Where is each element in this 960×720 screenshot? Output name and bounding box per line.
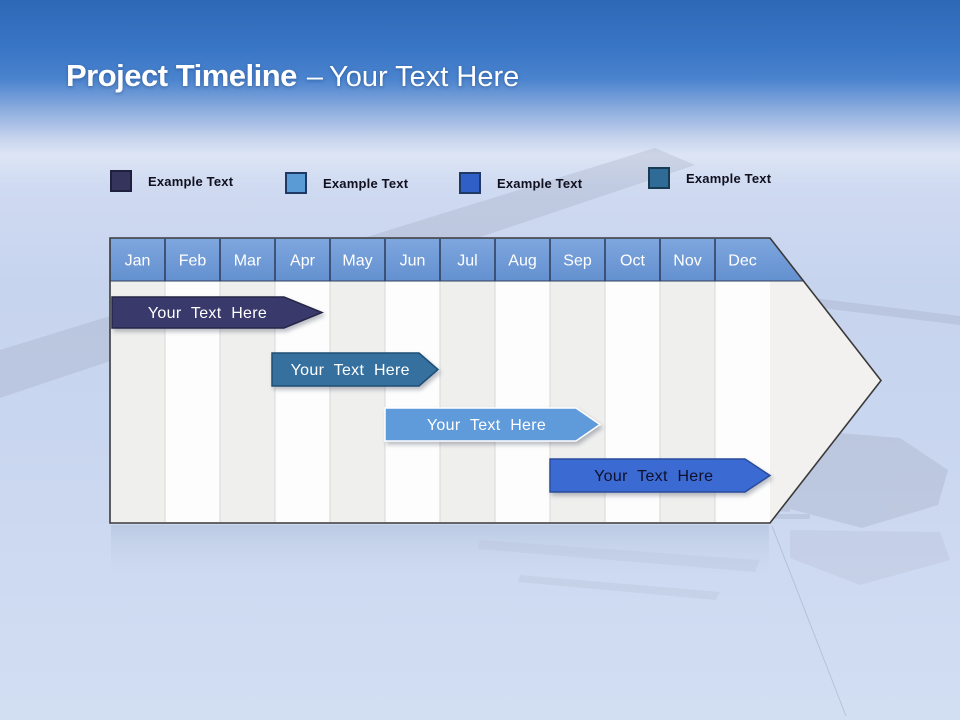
- legend-item: Example Text: [110, 168, 233, 194]
- month-header-band: [110, 238, 804, 281]
- month-label: Dec: [728, 253, 756, 270]
- legend-label: Example Text: [497, 175, 583, 191]
- month-label: Apr: [290, 253, 316, 270]
- month-label: Oct: [620, 253, 645, 270]
- gantt-bar: [549, 458, 772, 493]
- table-reflection: [111, 525, 769, 583]
- month-label: Aug: [508, 253, 536, 270]
- gantt-bar: [111, 296, 324, 329]
- gantt-bar-label: Your Text Here: [291, 362, 410, 379]
- title-bold: Project Timeline: [66, 58, 297, 93]
- month-label: Jan: [125, 253, 151, 270]
- legend-label: Example Text: [686, 170, 772, 186]
- legend: Example Text Example Text Example Text Exam…: [0, 165, 960, 195]
- legend-swatch-icon: [648, 167, 670, 189]
- page-title: Project Timeline–Your Text Here: [66, 58, 519, 94]
- month-label: May: [342, 253, 372, 270]
- legend-label: Example Text: [323, 175, 409, 191]
- month-label: Nov: [673, 253, 701, 270]
- legend-swatch-icon: [110, 170, 132, 192]
- month-column: [330, 281, 385, 522]
- legend-item: Example Text: [285, 170, 408, 196]
- month-label: Jun: [400, 253, 426, 270]
- gantt-bar-label: Your Text Here: [427, 417, 546, 434]
- legend-swatch-icon: [285, 172, 307, 194]
- gantt-bar: [384, 407, 602, 442]
- month-column: [385, 281, 440, 522]
- gantt-bar-label: Your Text Here: [594, 468, 713, 485]
- legend-swatch-icon: [459, 172, 481, 194]
- title-separator: –: [306, 61, 324, 93]
- legend-label: Example Text: [148, 173, 234, 189]
- timeline-arrow-frame: [109, 237, 883, 524]
- gantt-bar: [271, 352, 440, 387]
- legend-item: Example Text: [648, 165, 771, 191]
- month-label: Mar: [234, 253, 262, 270]
- month-column: [440, 281, 495, 522]
- month-label: Jul: [457, 253, 477, 270]
- gantt-bar-label: Your Text Here: [148, 305, 267, 322]
- month-label: Feb: [179, 253, 207, 270]
- legend-item: Example Text: [459, 170, 582, 196]
- month-label: Sep: [563, 253, 592, 270]
- month-column: [495, 281, 550, 522]
- title-regular: Your Text Here: [329, 61, 520, 93]
